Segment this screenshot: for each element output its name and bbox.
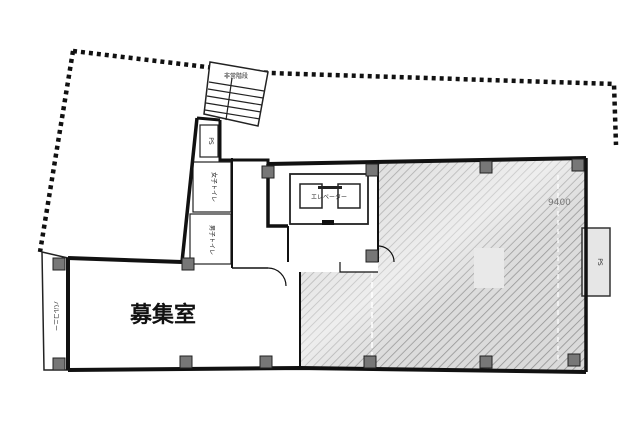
column [479, 160, 493, 174]
pipe-space [199, 124, 219, 158]
elevator-label: エレベーター [311, 193, 347, 201]
balcony-label: バルコニー [52, 301, 59, 331]
stairs-label: 非常階段 [224, 72, 248, 80]
column [261, 165, 275, 179]
dimension-label: 9400 [548, 198, 571, 208]
column [363, 355, 377, 369]
column [365, 163, 379, 177]
walls [66, 116, 588, 374]
column [179, 355, 193, 369]
glare-spot [474, 248, 504, 288]
elevator [289, 173, 369, 225]
recruit-room: 募集室 [68, 258, 300, 370]
column [567, 353, 581, 367]
mens-toilet-label: 男子トイレ [208, 225, 215, 255]
core: PS 女子トイレ 男子トイレ エレベーター [182, 118, 369, 270]
site-boundary [37, 48, 619, 253]
column [52, 357, 66, 371]
mens-toilet [189, 213, 232, 265]
column [365, 249, 379, 263]
pipe-shaft-label: PS [596, 258, 603, 266]
emergency-stairs: 非常階段 [203, 61, 269, 127]
column [479, 355, 493, 369]
columns [52, 158, 585, 371]
unit-area: 9400 PS [300, 158, 611, 372]
column [259, 355, 273, 369]
column [571, 158, 585, 172]
column [181, 257, 195, 271]
column [52, 257, 66, 271]
womens-toilet-label: 女子トイレ [210, 172, 218, 202]
pipe-space-label: PS [207, 137, 214, 145]
recruit-room-label: 募集室 [129, 302, 196, 328]
